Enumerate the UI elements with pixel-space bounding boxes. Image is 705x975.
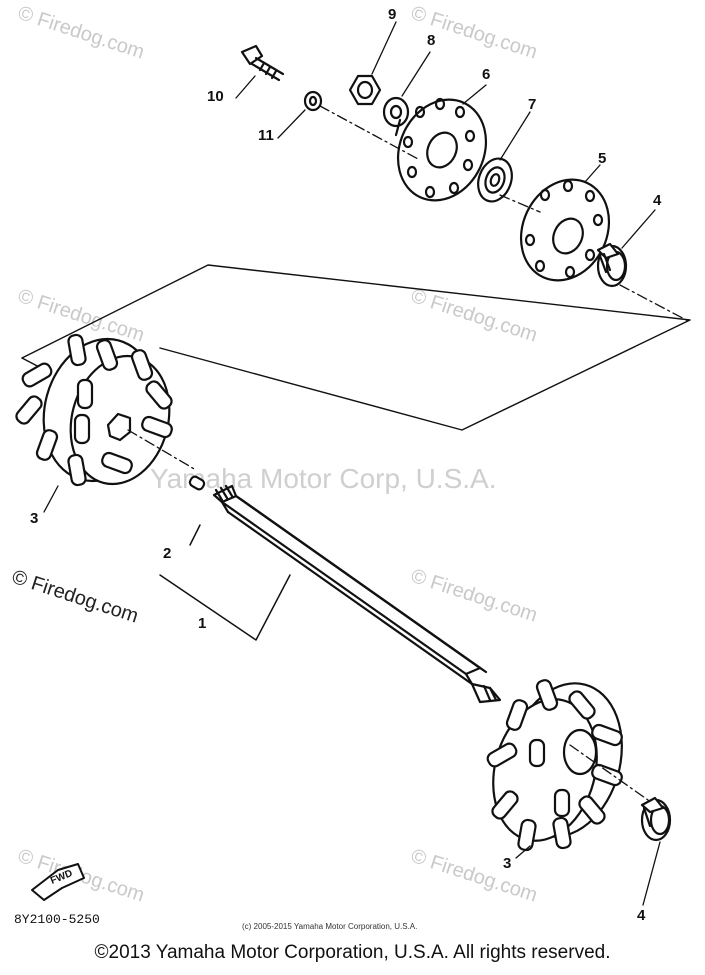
fwd-arrow-icon	[31, 863, 85, 901]
callout-6: 6	[482, 66, 491, 83]
callout-5: 5	[598, 150, 607, 167]
bearing-part	[477, 157, 513, 203]
sprocket-right	[486, 679, 623, 852]
small-copyright: (c) 2005-2015 Yamaha Motor Corporation, …	[242, 922, 418, 931]
washer-part	[303, 90, 323, 112]
callout-4-top: 4	[653, 192, 662, 209]
sprocket-left	[15, 333, 173, 487]
callout-11: 11	[258, 127, 274, 144]
pin-part	[188, 475, 206, 491]
hose-clamp-part	[596, 242, 628, 288]
leader-lines	[43, 21, 661, 906]
label-bracket	[159, 524, 291, 641]
callout-3-right: 3	[503, 855, 512, 872]
callout-7: 7	[528, 96, 537, 113]
bolt-part	[240, 44, 285, 82]
hose-clamp-part-2	[640, 796, 672, 842]
lock-washer-part	[382, 96, 410, 128]
callout-4-bottom: 4	[637, 907, 646, 924]
assembly-guide-lines	[319, 105, 691, 323]
callout-10: 10	[207, 88, 224, 105]
callout-9: 9	[388, 6, 397, 23]
nut-part	[348, 74, 382, 106]
footer-copyright: ©2013 Yamaha Motor Corporation, U.S.A. A…	[94, 942, 611, 963]
callout-3-left: 3	[30, 510, 39, 527]
drive-shaft-part	[212, 484, 502, 704]
center-watermark: Yamaha Motor Corp, U.S.A.	[150, 463, 497, 494]
callout-2: 2	[163, 545, 172, 562]
callout-8: 8	[427, 32, 436, 49]
assembly-guide-lines-2	[127, 429, 649, 801]
diagram-code: 8Y2100-5250	[14, 912, 100, 927]
callout-1: 1	[198, 615, 207, 632]
flange-plate-part	[394, 97, 488, 202]
